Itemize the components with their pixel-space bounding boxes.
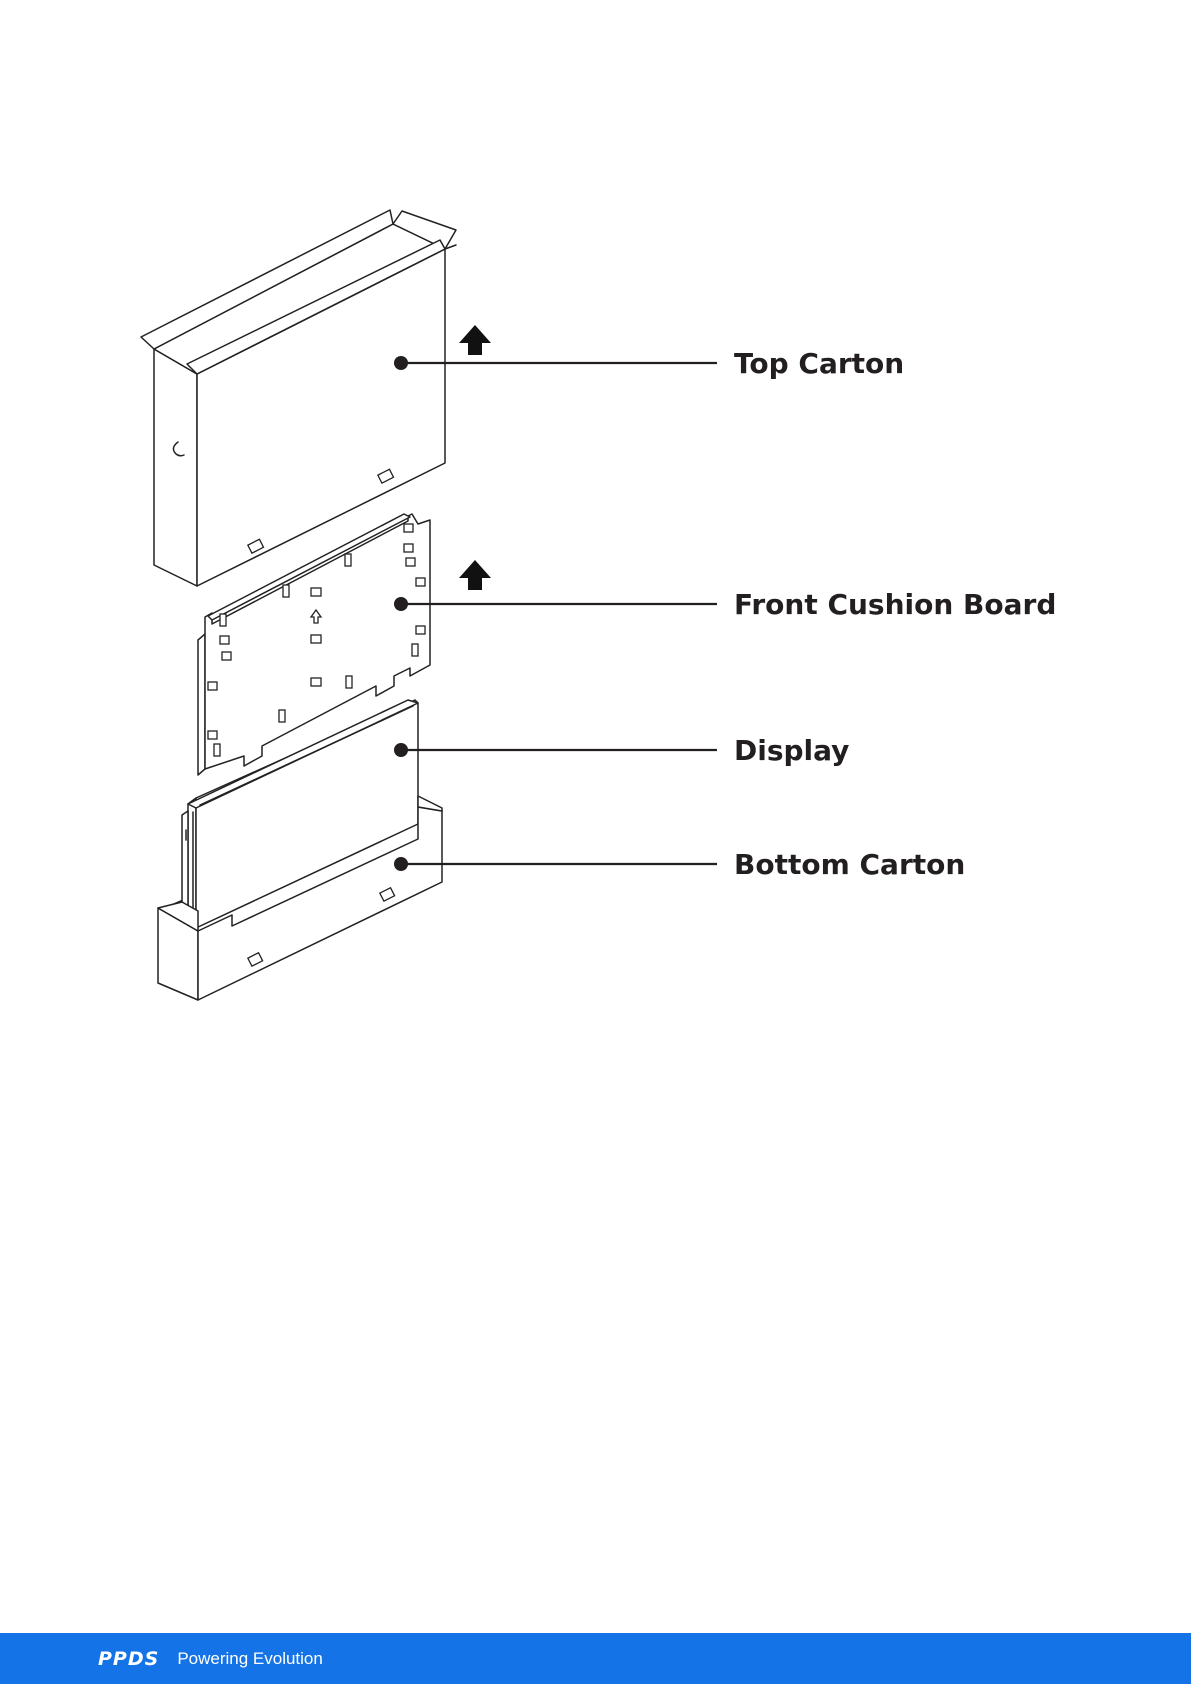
ppds-logo: PPDS <box>98 1648 159 1670</box>
label-display: Display <box>734 734 849 767</box>
leader-display <box>394 743 717 757</box>
label-top-carton: Top Carton <box>734 347 904 380</box>
leader-front-cushion-board <box>394 597 717 611</box>
label-bottom-carton: Bottom Carton <box>734 848 965 881</box>
footer-brand: PPDS Powering Evolution <box>98 1648 323 1670</box>
footer-tagline: Powering Evolution <box>177 1649 323 1669</box>
arrow-up-icon <box>459 325 491 355</box>
label-front-cushion-board: Front Cushion Board <box>734 588 1056 621</box>
page-footer: PPDS Powering Evolution <box>0 1633 1191 1684</box>
arrow-up-icon <box>459 560 491 590</box>
